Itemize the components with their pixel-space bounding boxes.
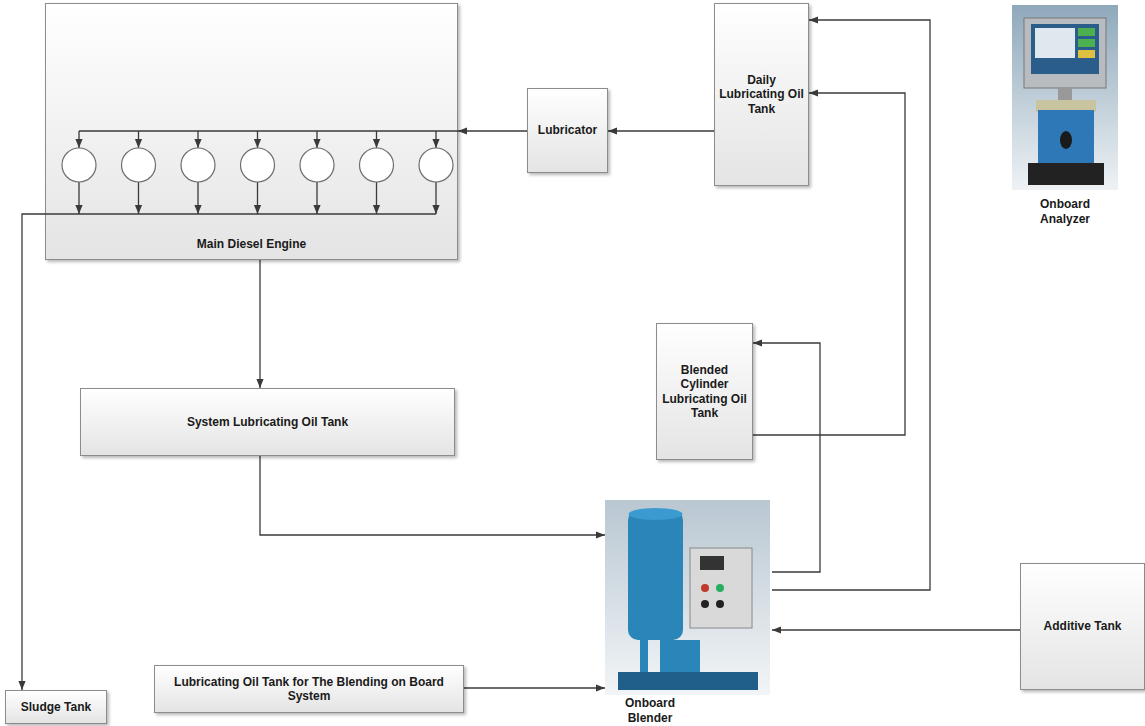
flow-arrow xyxy=(259,260,260,388)
tank-box: Blended Cylinder Lubricating Oil Tank xyxy=(656,323,753,460)
picture-caption: Onboard Blender xyxy=(615,696,685,725)
tank-box: Lubricating Oil Tank for The Blending on… xyxy=(154,665,464,713)
picture-caption: Onboard Analyzer xyxy=(1030,197,1100,226)
node-label: Blended Cylinder Lubricating Oil Tank xyxy=(661,363,748,421)
process-box: Lubricator xyxy=(527,88,608,173)
node-label: Lubricating Oil Tank for The Blending on… xyxy=(159,675,459,704)
flow-arrow xyxy=(458,130,527,131)
flow-arrow xyxy=(464,687,605,688)
analyzer-picture xyxy=(1012,5,1118,190)
tank-box: Additive Tank xyxy=(1020,563,1145,690)
flow-arrow xyxy=(753,343,820,572)
flow-arrow xyxy=(22,214,45,690)
flow-arrow xyxy=(608,130,714,131)
analyzer-unit: Onboard Analyzer xyxy=(1010,3,1120,226)
engine-box: Main Diesel Engine xyxy=(45,3,458,260)
flow-arrow xyxy=(772,629,1020,630)
tank-box: Sludge Tank xyxy=(5,690,107,724)
blender-unit: Onboard Blender xyxy=(605,500,772,725)
tank-box: System Lubricating Oil Tank xyxy=(80,388,455,456)
node-label: Main Diesel Engine xyxy=(197,237,306,251)
node-label: Lubricator xyxy=(538,123,597,137)
blender-picture xyxy=(605,500,770,695)
node-label: Sludge Tank xyxy=(21,700,91,714)
node-label: System Lubricating Oil Tank xyxy=(187,415,348,429)
engine-cylinders xyxy=(62,148,453,182)
node-label: Daily Lubricating Oil Tank xyxy=(719,73,804,116)
node-label: Additive Tank xyxy=(1044,619,1122,633)
tank-box: Daily Lubricating Oil Tank xyxy=(714,3,809,186)
engine-manifolds xyxy=(45,131,458,214)
flow-arrow xyxy=(260,456,605,535)
